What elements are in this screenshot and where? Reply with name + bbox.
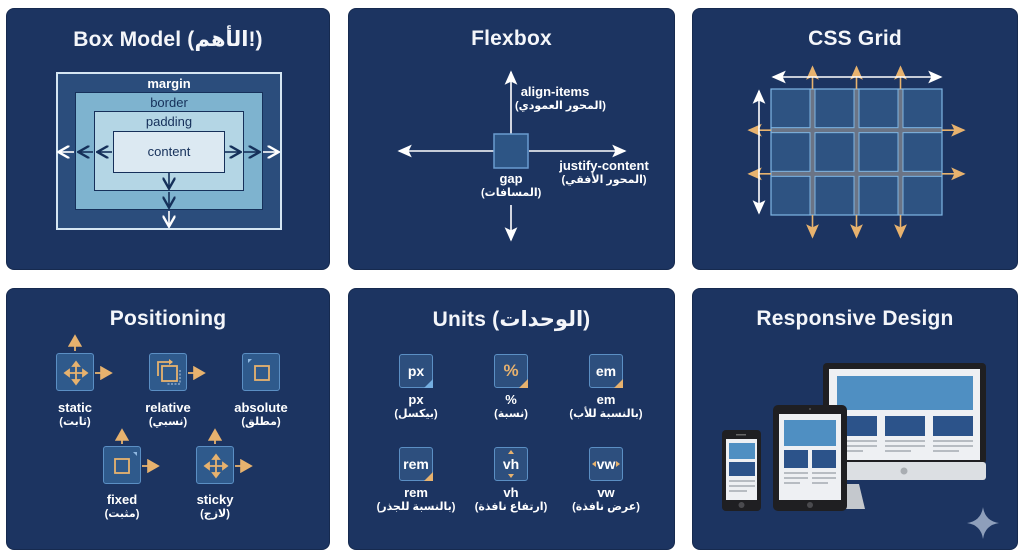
responsive-design-card: Responsive Design (693, 289, 1017, 549)
grid-cell (858, 175, 899, 216)
vh-unit-icon: vh (494, 447, 528, 481)
static-label: static (ثابت) (58, 400, 92, 428)
pinned-square-icon (114, 452, 137, 474)
grid-cell (858, 132, 899, 172)
positioning-arrows (67, 334, 253, 474)
grid-cell (814, 175, 855, 216)
absolute-label: absolute (مطلق) (234, 400, 288, 428)
fixed-box (103, 446, 141, 484)
padding-label: padding (145, 114, 193, 129)
em-unit-icon: em (589, 354, 623, 388)
box-model-card: Box Model (الأهم!) margin border padding… (7, 9, 329, 269)
sparkle-icon (967, 507, 999, 539)
grid-cell (770, 175, 811, 216)
justify-content-label: justify-content (المحور الأفقي) (559, 158, 649, 186)
css-grid-title: CSS Grid (808, 27, 902, 50)
grid-cell (770, 132, 811, 172)
relative-box (149, 353, 187, 391)
responsive-design-title: Responsive Design (756, 307, 954, 330)
positioning-title: Positioning (109, 307, 227, 330)
vw-unit-icon: vw (589, 447, 623, 481)
fixed-label: fixed (مثبت) (104, 492, 140, 520)
flexbox-title: Flexbox (471, 27, 552, 50)
positioning-card: Positioning (7, 289, 329, 549)
grid-cell (858, 88, 899, 129)
vertical-arrows-icon (508, 450, 514, 478)
vh-unit-label: vh(ارتفاع نافذة) (474, 485, 548, 513)
anchored-square-icon (248, 359, 270, 381)
grid-cell (814, 88, 855, 129)
percent-unit-icon: % (494, 354, 528, 388)
phone-icon (722, 430, 761, 511)
gap-label: gap (المسافات) (481, 171, 542, 199)
margin-label: margin (147, 76, 191, 91)
flexbox-axes (397, 70, 627, 242)
content-layer: content (113, 131, 225, 173)
grid-cell (902, 88, 943, 129)
flexbox-card: Flexbox align-items (المحور العمودي) jus… (349, 9, 674, 269)
units-card: Units (الوحدات) px % em rem vh vw px(بيك… (349, 289, 674, 549)
move-arrows-icon (63, 360, 89, 386)
align-items-label: align-items (المحور العمودي) (515, 84, 606, 112)
grid-cell (902, 175, 943, 216)
box-model-arrows (7, 9, 329, 269)
border-label: border (150, 95, 188, 110)
rem-unit-label: rem(بالنسبة للجذر) (376, 485, 456, 513)
vw-unit-label: vw(عرض نافذة) (572, 485, 640, 513)
content-label: content (147, 144, 191, 159)
absolute-box (242, 353, 280, 391)
units-title: Units (الوحدات) (432, 308, 591, 331)
box-model-title: Box Model (الأهم!) (73, 28, 263, 51)
desktop-monitor-icon (821, 363, 986, 509)
flex-item-box (493, 133, 529, 169)
em-unit-label: em(بالنسبة للأب) (569, 392, 643, 420)
move-arrows-icon (203, 453, 229, 479)
rem-unit-icon: rem (399, 447, 433, 481)
tablet-icon (773, 405, 847, 511)
grid-cell (902, 132, 943, 172)
static-box (56, 353, 94, 391)
horizontal-arrows-icon (592, 461, 620, 467)
grid-cell (770, 88, 811, 129)
grid-diagram (747, 65, 966, 239)
css-grid-card: CSS Grid (693, 9, 1017, 269)
sticky-box (196, 446, 234, 484)
grid-cell (814, 132, 855, 172)
responsive-devices-illustration (722, 363, 999, 539)
sticky-label: sticky (لازج) (196, 492, 234, 520)
px-unit-icon: px (399, 354, 433, 388)
offset-square-icon (157, 359, 181, 385)
px-unit-label: px(بيكسل) (394, 392, 438, 420)
percent-unit-label: %(نسبة) (494, 392, 528, 420)
relative-label: relative (نسبي) (145, 400, 191, 428)
